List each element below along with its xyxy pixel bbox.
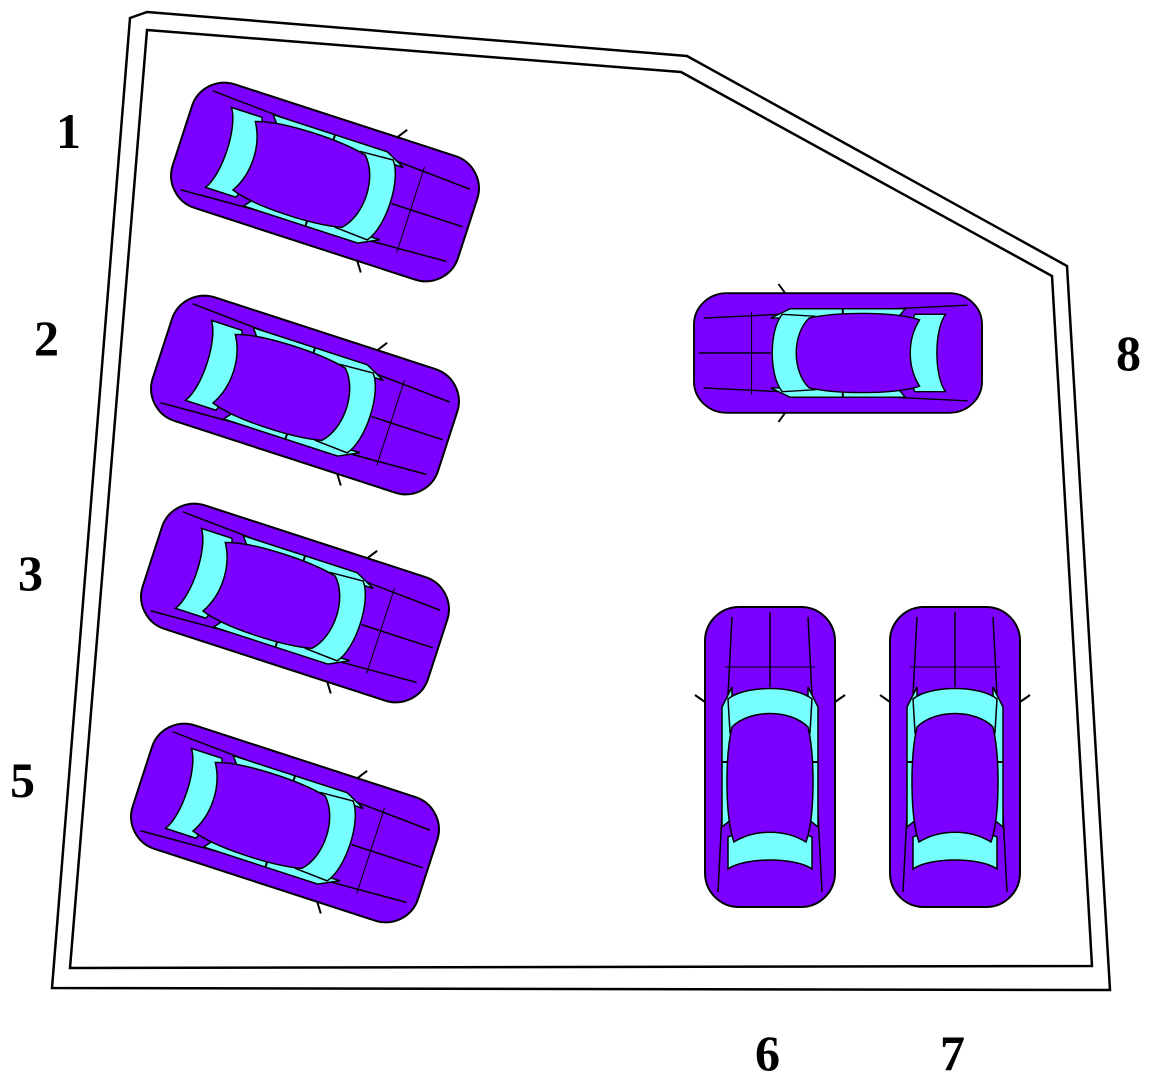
spot-2-label: 2 (34, 310, 59, 366)
car-spot-8 (693, 283, 983, 423)
car-spot-6 (694, 606, 846, 908)
spot-3-label: 3 (18, 545, 43, 601)
spot-1-label: 1 (56, 103, 81, 159)
spot-6-label: 6 (755, 1025, 780, 1075)
car-spot-7 (879, 606, 1031, 908)
spot-8-label: 8 (1116, 325, 1141, 381)
spot-7-label: 7 (940, 1025, 965, 1075)
spot-5-label: 5 (10, 752, 35, 808)
lot-boundary (50, 10, 1112, 992)
